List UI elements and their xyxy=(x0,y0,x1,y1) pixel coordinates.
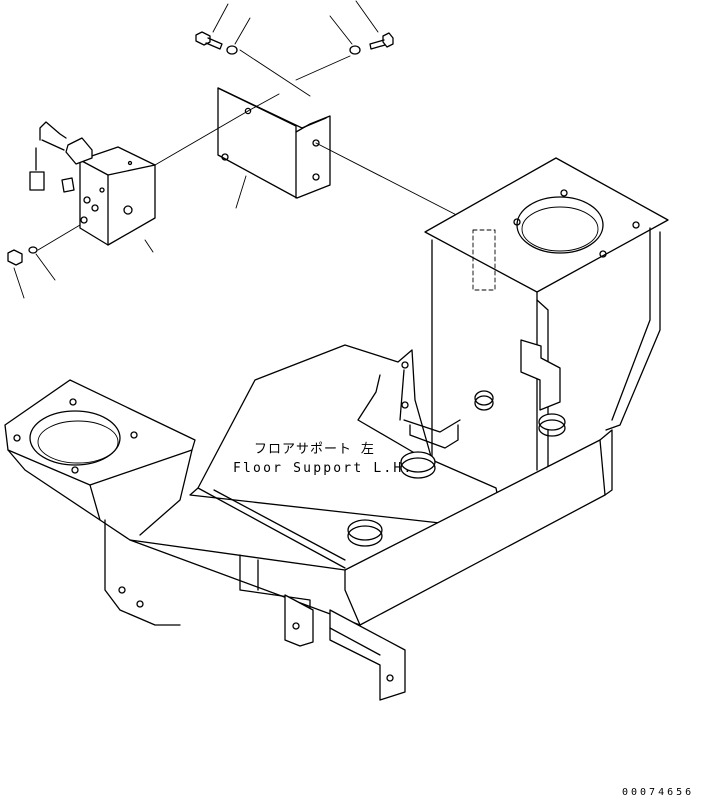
bolt-top-left xyxy=(195,3,229,50)
drawing-number: 00074656 xyxy=(622,787,695,798)
bolt-left xyxy=(7,249,25,299)
bolt-top-right xyxy=(355,0,394,50)
floor-support-label-japanese: フロアサポート 左 xyxy=(254,442,375,457)
assembly-guide-lines xyxy=(37,49,479,251)
washer-left xyxy=(28,246,56,281)
washer-top-right xyxy=(329,15,361,55)
floor-support-main-rail xyxy=(129,429,613,626)
floor-support-floor-plate xyxy=(189,344,499,569)
washer-top-left xyxy=(226,17,251,55)
floor-support-label-english: Floor Support L.H. xyxy=(233,461,414,476)
lower-mounting-tabs xyxy=(284,594,406,701)
floor-support-right-tower xyxy=(424,157,669,471)
mounting-bracket xyxy=(217,87,331,209)
floor-support-left-tower xyxy=(4,379,196,626)
solenoid-valve-block xyxy=(29,121,156,253)
